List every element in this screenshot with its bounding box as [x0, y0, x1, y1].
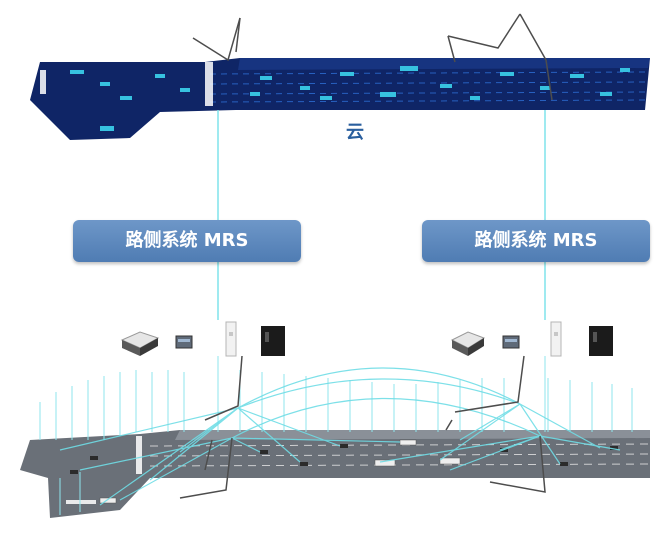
switch-icon [176, 336, 192, 348]
mrs-label-left: 路侧系统 MRS [73, 220, 301, 262]
physical-road [20, 430, 650, 518]
mrs-label-right: 路侧系统 MRS [422, 220, 650, 262]
rsu-antenna-icon [226, 322, 236, 356]
switch-icon [503, 336, 519, 348]
left-device-group [122, 322, 285, 356]
cabinet-icon [589, 326, 613, 356]
uplink-lines [218, 110, 545, 320]
rsu-antenna-icon [551, 322, 561, 356]
cabinet-icon [261, 326, 285, 356]
cloud-label: 云 [339, 118, 371, 144]
right-device-group [452, 322, 613, 356]
edge-computer-icon [452, 332, 484, 356]
edge-computer-icon [122, 332, 158, 356]
